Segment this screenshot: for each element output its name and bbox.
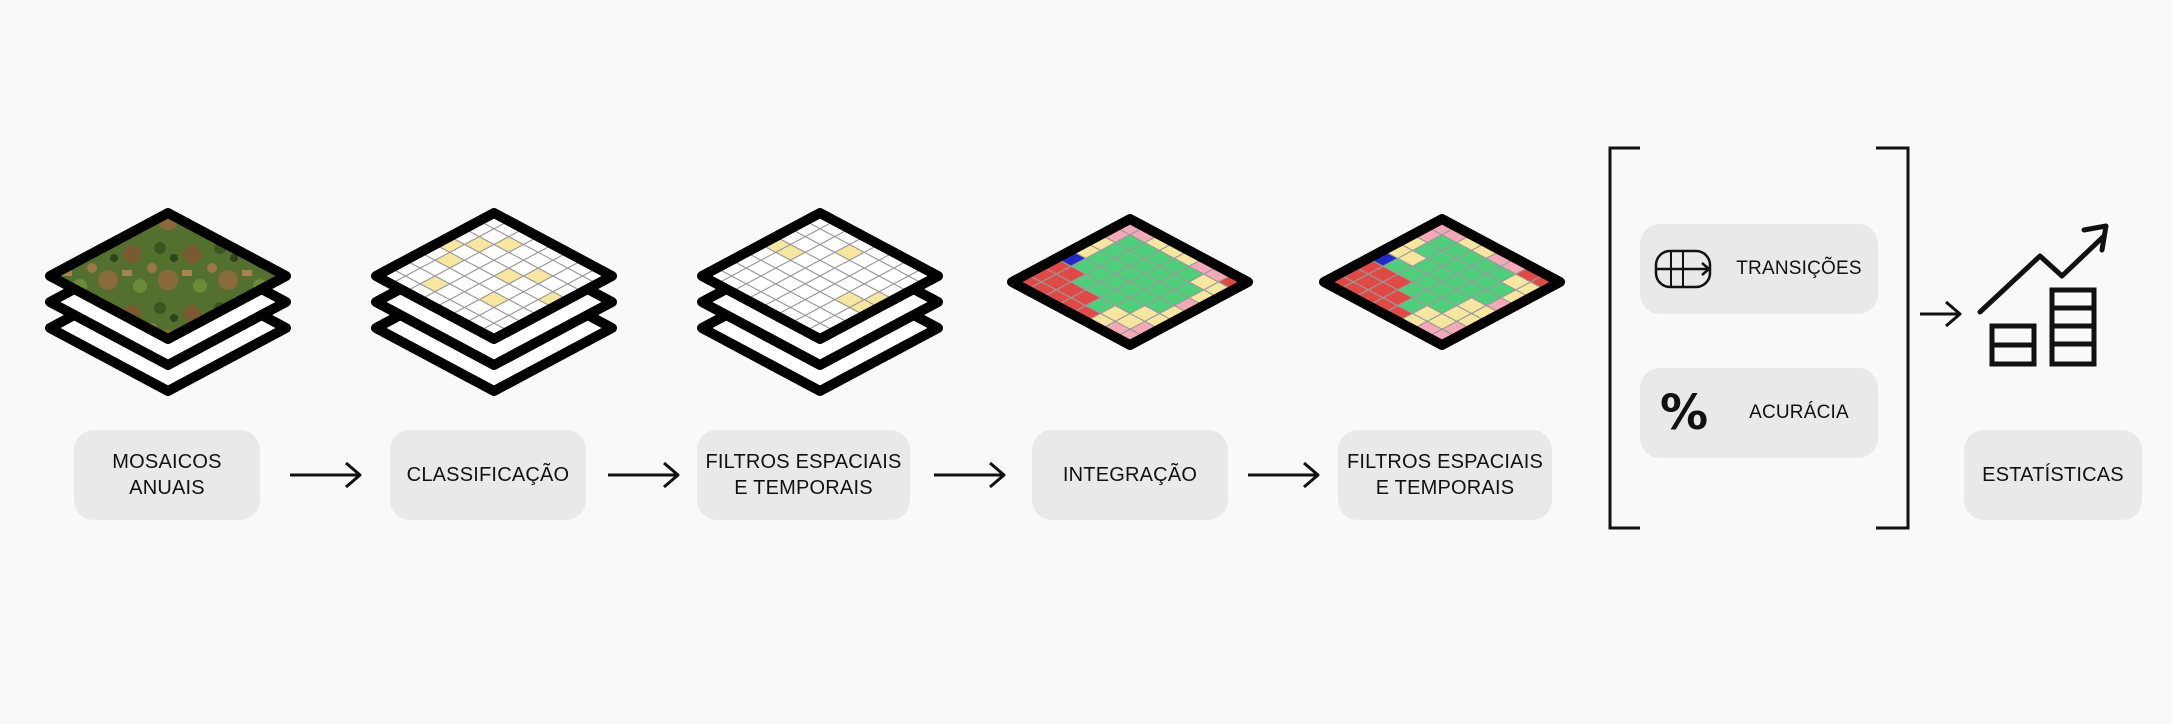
arrow-3 [934,461,1006,489]
step-filtros2-label: FILTROS ESPACIAIS E TEMPORAIS [1338,430,1552,520]
right-bracket [1876,146,1910,530]
layer-filtros2-grid [1319,214,1565,350]
arrow-1 [290,461,362,489]
layer-filtros2 [1319,214,1565,350]
step-filtros2-line-2: E TEMPORAIS [1375,477,1515,499]
stack-filtros1 [697,208,943,396]
step-mosaicos-label: MOSAICOS ANUAIS [74,430,260,520]
step-filtros1-label: FILTROS ESPACIAIS E TEMPORAIS [697,430,910,520]
step-mosaicos-line-2: ANUAIS [129,477,205,499]
step-filtros1-line-2: E TEMPORAIS [734,477,873,499]
step-filtros1-line-1: FILTROS ESPACIAIS [705,451,902,473]
stack-filtros1-layer-1 [697,208,943,344]
stack-mosaicos [45,208,291,396]
arrow-4 [1248,461,1320,489]
step-integracao-line-1: INTEGRAÇÃO [1062,464,1198,486]
left-bracket [1608,146,1640,530]
step-classificacao-label: CLASSIFICAÇÃO [390,430,586,520]
percent-symbol: % [1659,385,1709,441]
step-mosaicos-line-1: MOSAICOS [112,451,222,473]
metric-transicoes-label: TRANSIÇÕES [1736,258,1862,279]
bar-chart-growth-icon [1977,223,2109,367]
transitions-icon [1652,245,1716,293]
arrow-2 [608,461,680,489]
layer-integracao [1007,214,1253,350]
metric-acuracia-label: ACURÁCIA [1749,402,1849,423]
stack-mosaicos-layer-1 [45,208,291,344]
stack-classificacao-layer-1 [371,208,617,344]
metric-transicoes: TRANSIÇÕES [1640,224,1878,314]
final-estatisticas-text: ESTATÍSTICAS [1982,464,2124,486]
stack-classificacao [371,208,617,396]
arrow-5 [1920,300,1962,328]
final-estatisticas-label: ESTATÍSTICAS [1964,430,2142,520]
step-classificacao-line-1: CLASSIFICAÇÃO [406,464,570,486]
metric-acuracia: % ACURÁCIA [1640,368,1878,458]
step-integracao-label: INTEGRAÇÃO [1032,430,1228,520]
percent-icon: % [1652,389,1716,437]
layer-integracao-grid [1007,214,1253,350]
flow-arrows [290,300,1962,489]
layer-stacks [45,208,1565,396]
step-filtros2-line-1: FILTROS ESPACIAIS [1346,451,1544,473]
metrics-bracket [1608,146,1910,530]
